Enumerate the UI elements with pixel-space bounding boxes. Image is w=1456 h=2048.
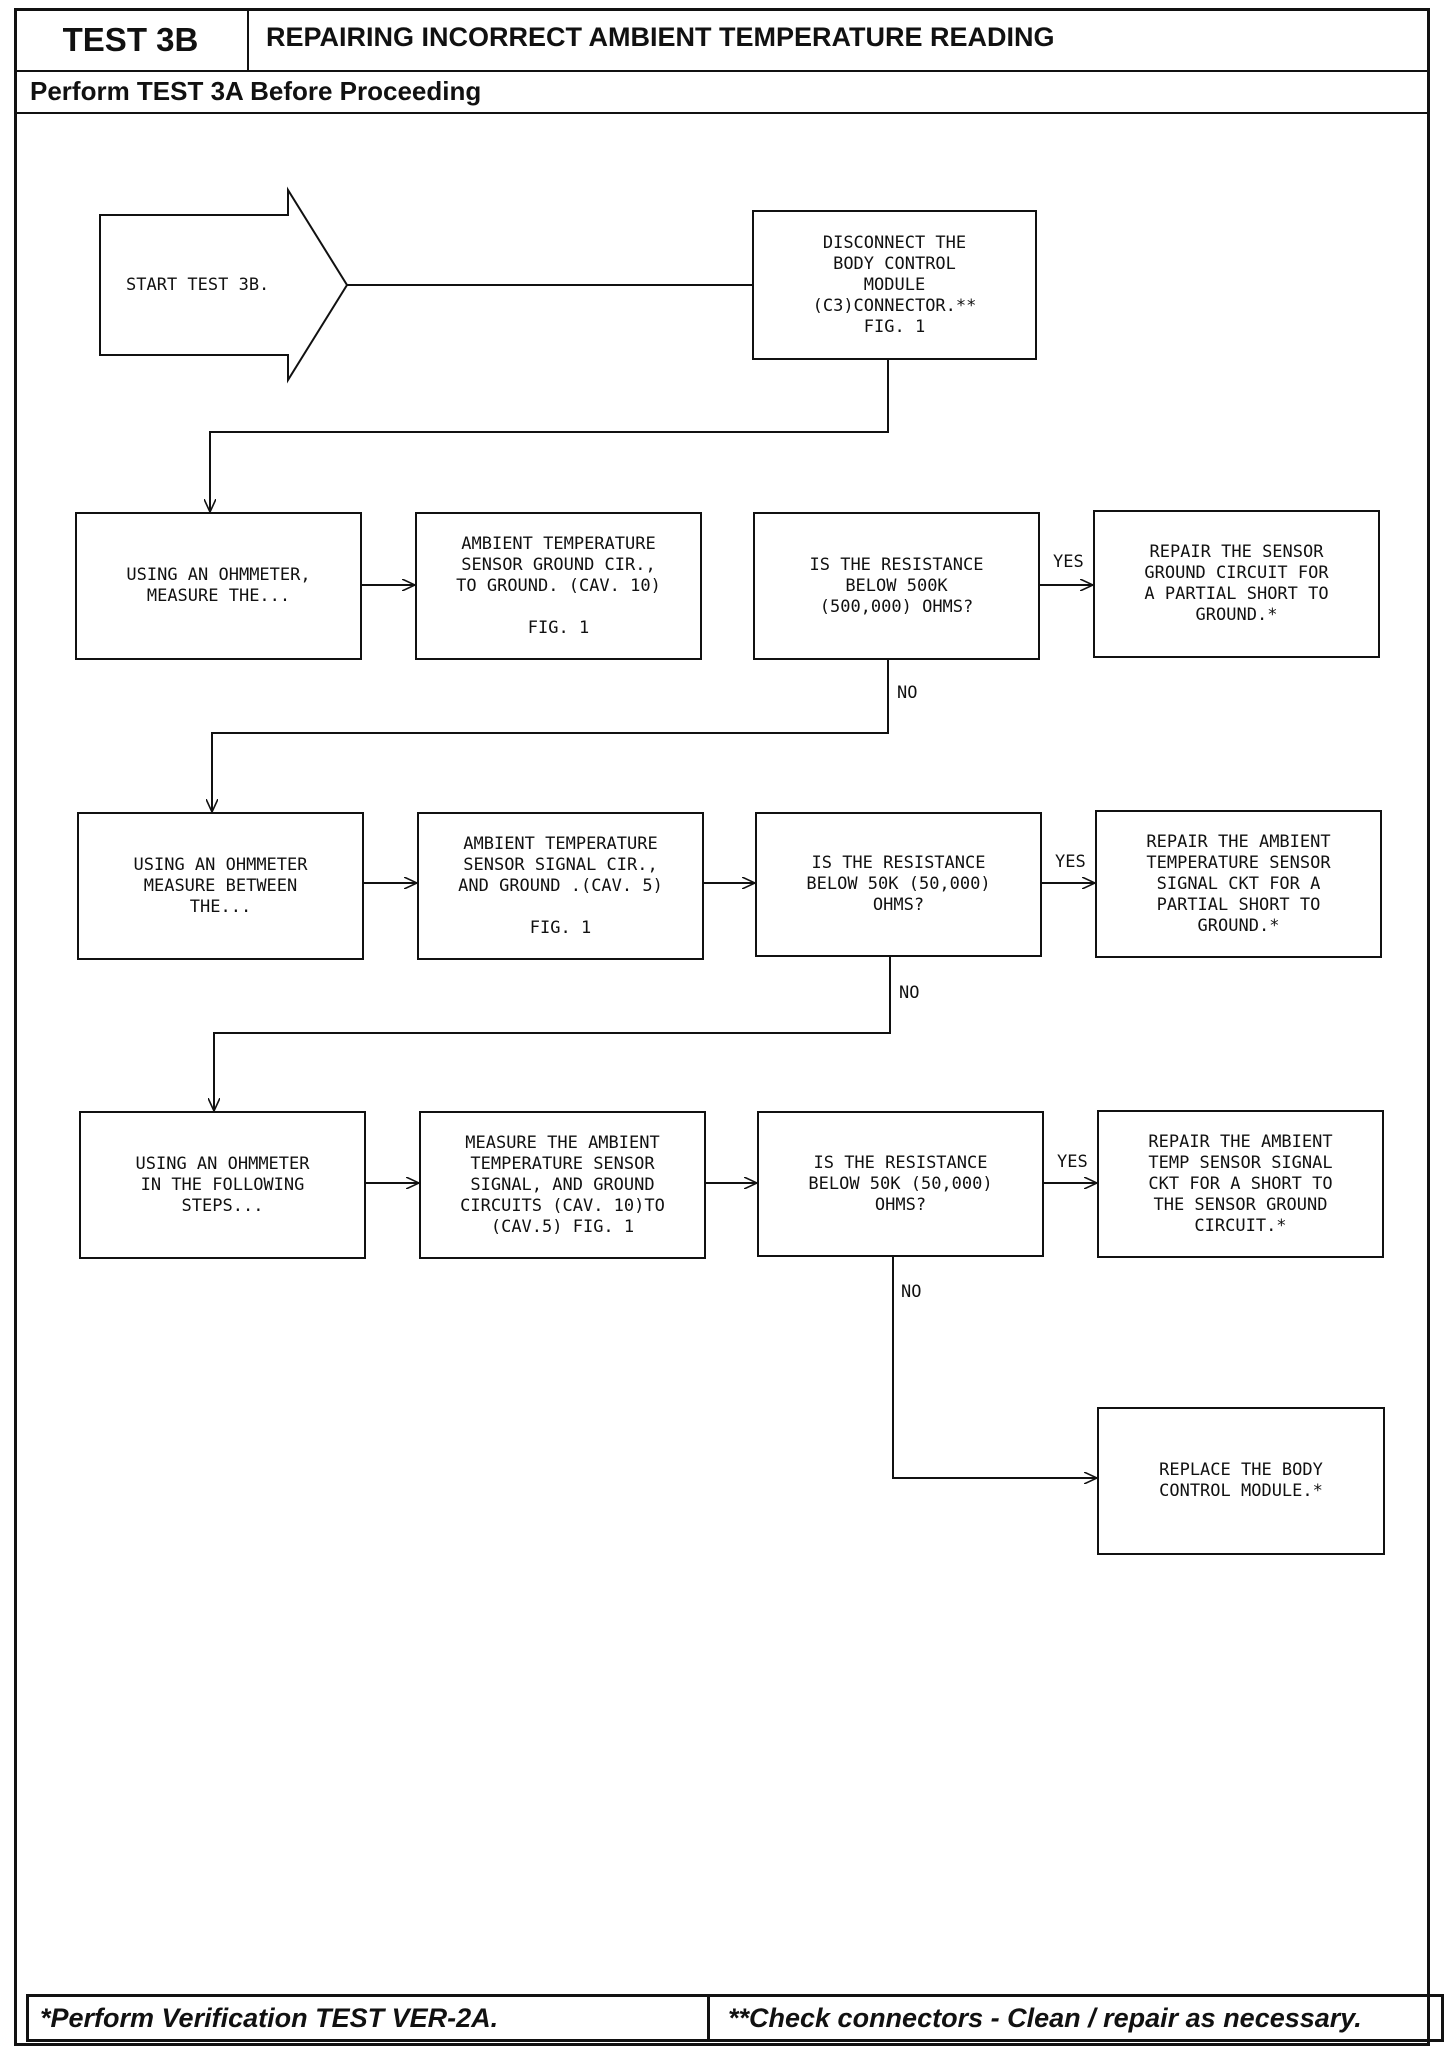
step2-action-box: USING AN OHMMETER MEASURE BETWEEN THE... [77,812,364,960]
step3-question-box: IS THE RESISTANCE BELOW 50K (50,000) OHM… [757,1111,1044,1257]
step2-yes-box: REPAIR THE AMBIENT TEMPERATURE SENSOR SI… [1095,810,1382,958]
footer-note-right: **Check connectors - Clean / repair as n… [728,2003,1362,2033]
final-box: REPLACE THE BODY CONTROL MODULE.* [1097,1407,1385,1555]
start-arrow-shape [99,186,349,384]
step3-detail-box: MEASURE THE AMBIENT TEMPERATURE SENSOR S… [419,1111,706,1259]
step3-yes-label: YES [1057,1152,1088,1172]
prerequisite-note: Perform TEST 3A Before Proceeding [30,76,482,106]
step1-no-label: NO [897,683,918,703]
step2-detail-box: AMBIENT TEMPERATURE SENSOR SIGNAL CIR., … [417,812,704,960]
start-label: START TEST 3B. [126,275,270,295]
step2-question-box: IS THE RESISTANCE BELOW 50K (50,000) OHM… [755,812,1042,957]
step1-yes-box: REPAIR THE SENSOR GROUND CIRCUIT FOR A P… [1093,510,1380,658]
footer-divider [707,1994,710,2042]
page-title: REPAIRING INCORRECT AMBIENT TEMPERATURE … [266,22,1055,52]
page-frame [14,8,1430,2046]
step1-question-box: IS THE RESISTANCE BELOW 500K (500,000) O… [753,512,1040,660]
prerequisite-bar [14,72,1430,114]
test-id: TEST 3B [14,8,249,72]
step1-action-box: USING AN OHMMETER, MEASURE THE... [75,512,362,660]
step1-yes-label: YES [1053,552,1084,572]
header-bar [14,8,1430,72]
footer-bar [26,1994,1444,2042]
footer-note-left: *Perform Verification TEST VER-2A. [40,2003,499,2033]
step3-action-box: USING AN OHMMETER IN THE FOLLOWING STEPS… [79,1111,366,1259]
step3-yes-box: REPAIR THE AMBIENT TEMP SENSOR SIGNAL CK… [1097,1110,1384,1258]
step3-no-label: NO [901,1282,922,1302]
step2-no-label: NO [899,983,920,1003]
step1-detail-box: AMBIENT TEMPERATURE SENSOR GROUND CIR., … [415,512,702,660]
step2-yes-label: YES [1055,852,1086,872]
disconnect-box: DISCONNECT THE BODY CONTROL MODULE (C3)C… [752,210,1037,360]
